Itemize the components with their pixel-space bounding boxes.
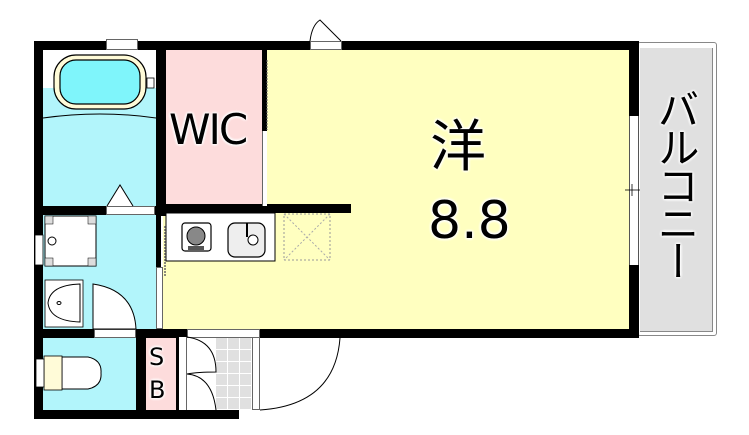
top-door-opening xyxy=(310,41,342,50)
washing-machine-icon xyxy=(44,215,97,267)
shoe-closet-door xyxy=(186,336,217,375)
sb-divider xyxy=(179,337,187,410)
wall-wic-right xyxy=(262,41,267,131)
entrance-opening xyxy=(187,329,260,338)
western-room xyxy=(265,48,629,331)
wall-kitchen-top xyxy=(156,204,351,213)
western-room-size: 8.8 xyxy=(428,191,511,251)
wall-bottom-main xyxy=(260,329,639,338)
balcony-label: バルコニー xyxy=(651,88,700,278)
wall-bath-wic xyxy=(156,41,166,216)
storage-label-s: S xyxy=(149,343,165,371)
bath-door-triangle xyxy=(107,185,133,206)
bath-window xyxy=(106,39,138,50)
top-door-icon xyxy=(309,19,342,42)
storage-room xyxy=(146,337,176,410)
entrance-door-swing xyxy=(259,337,341,411)
balcony-window xyxy=(629,116,639,265)
wall-bath-bottom-left xyxy=(34,206,106,215)
wall-wash-bottom-mid xyxy=(136,329,217,338)
wall-right-top xyxy=(629,41,639,116)
entrance-side-post xyxy=(252,337,260,410)
wic-label: WIC xyxy=(169,105,248,154)
wall-left xyxy=(34,41,43,419)
wall-sb-right xyxy=(176,337,179,417)
bath-door-opening xyxy=(106,206,155,215)
wic-door-opening xyxy=(262,131,267,206)
wic-room xyxy=(166,48,263,206)
kitchen-left-opening xyxy=(156,267,163,329)
storage-label-b: B xyxy=(149,376,166,404)
toilet-icon xyxy=(61,356,102,390)
wall-kitchen-left xyxy=(156,212,161,267)
wall-wash-bottom-left xyxy=(34,329,94,338)
entrance-floor xyxy=(215,337,252,410)
balcony-floor xyxy=(640,48,713,332)
western-room-label: 洋 xyxy=(430,115,486,180)
fridge-space xyxy=(283,213,331,261)
wall-right-bottom xyxy=(629,265,639,337)
wall-toilet-right xyxy=(136,329,146,419)
